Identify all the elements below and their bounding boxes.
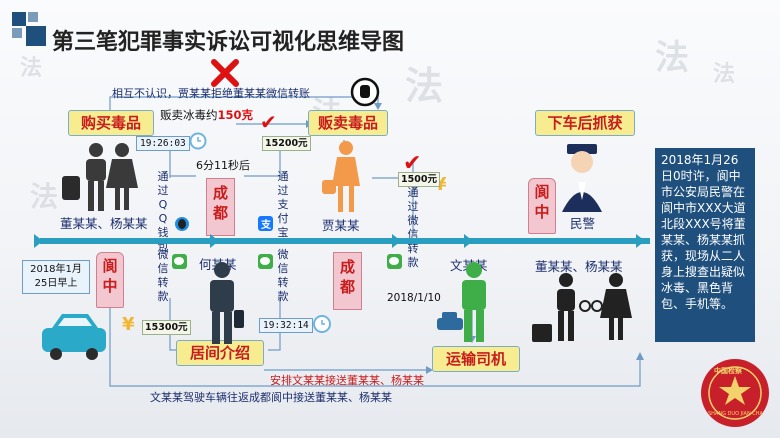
vtext-qq: 通过QQ钱包	[157, 170, 169, 253]
timeline-arrow-icon	[392, 234, 401, 248]
header-square-icon	[12, 12, 26, 26]
note-deal-amount: 150克	[217, 108, 254, 122]
timeline-arrow-icon	[210, 234, 219, 248]
name-jia: 贾某某	[322, 218, 360, 233]
emblem-subtext: SHANG DUO JIAN CHA	[708, 411, 763, 417]
watermark-fa: 法	[655, 38, 689, 78]
page-title: 第三笔犯罪事实诉讼可视化思维导图	[52, 30, 405, 55]
header-square-icon	[28, 12, 38, 22]
watermark-fa: 法	[405, 63, 444, 108]
header-square-icon	[26, 26, 46, 46]
note-arrange: 安排文某某接送董某某、杨某某	[270, 374, 424, 387]
date-2: 2018/1/10	[387, 292, 441, 304]
stop-hand-icon	[350, 77, 380, 107]
emblem-text: 中国检察	[714, 367, 742, 375]
connector-line	[109, 304, 641, 387]
x-icon	[210, 58, 240, 88]
vtext-wx3: 通过微信转款	[407, 186, 419, 269]
date-box: 2018年1月 25日早上	[22, 260, 90, 294]
stage-arrest: 下车后抓获	[535, 110, 635, 136]
name-caught: 董某某、杨某某	[535, 259, 623, 274]
timeline-arrow-icon	[464, 234, 473, 248]
vtext-wx2: 微信转款	[277, 248, 289, 303]
note-drive: 文某某驾驶车辆往返成都阆中接送董某某、杨某某	[150, 391, 392, 404]
stage-buy: 购买毒品	[68, 110, 154, 136]
city-badge-langzhong: 阆中	[96, 252, 124, 308]
date-line-1: 2018年1月	[30, 264, 82, 275]
amount-1: 15200元	[262, 136, 311, 151]
stage-broker: 居间介绍	[176, 340, 264, 366]
time-1: 19:26:03	[136, 136, 190, 151]
watermark-fa: 法	[30, 180, 59, 213]
timeline-bar	[40, 238, 650, 244]
stage-driver: 运输司机	[432, 346, 520, 372]
city-tag-chengdu: 成都	[333, 252, 362, 310]
city-tag-chengdu: 成都	[206, 178, 235, 236]
header-square-icon	[12, 28, 22, 38]
name-buyers: 董某某、杨某某	[60, 216, 148, 231]
stage-sell: 贩卖毒品	[308, 110, 388, 136]
name-wen: 文某某	[450, 258, 488, 273]
clock-icon	[188, 130, 208, 150]
watermark-fa: 法	[713, 61, 736, 87]
timeline-arrow-icon	[636, 234, 645, 248]
check-icon: ✔	[260, 110, 277, 134]
watermark-fa: 法	[20, 55, 43, 81]
date-line-2: 25日早上	[34, 278, 78, 289]
note-no-acquaint: 相互不认识，贾某某拒绝董某某微信转账	[112, 87, 310, 100]
amount-3: 15300元	[142, 320, 191, 335]
note-gap: 6分11秒后	[196, 159, 250, 172]
note-deal: 贩卖冰毒约150克	[160, 107, 253, 123]
vtext-wx1: 微信转款	[157, 248, 169, 303]
name-he: 何某某	[199, 257, 237, 272]
note-deal-text: 贩卖冰毒约	[160, 108, 218, 122]
connector-line	[109, 96, 379, 119]
name-police: 民警	[570, 216, 596, 231]
time-2: 19:32:14	[259, 318, 313, 333]
summary-box: 2018年1月26日0时许，阆中市公安局民警在阆中市XXX大道北段XXX号将董某…	[655, 148, 755, 342]
city-badge-langzhong: 阆中	[528, 178, 556, 234]
vtext-alipay: 通过支付宝	[277, 170, 289, 239]
connector-line	[268, 298, 281, 351]
amount-2: 1500元	[398, 172, 440, 187]
timeline-arrow-icon	[34, 234, 43, 248]
